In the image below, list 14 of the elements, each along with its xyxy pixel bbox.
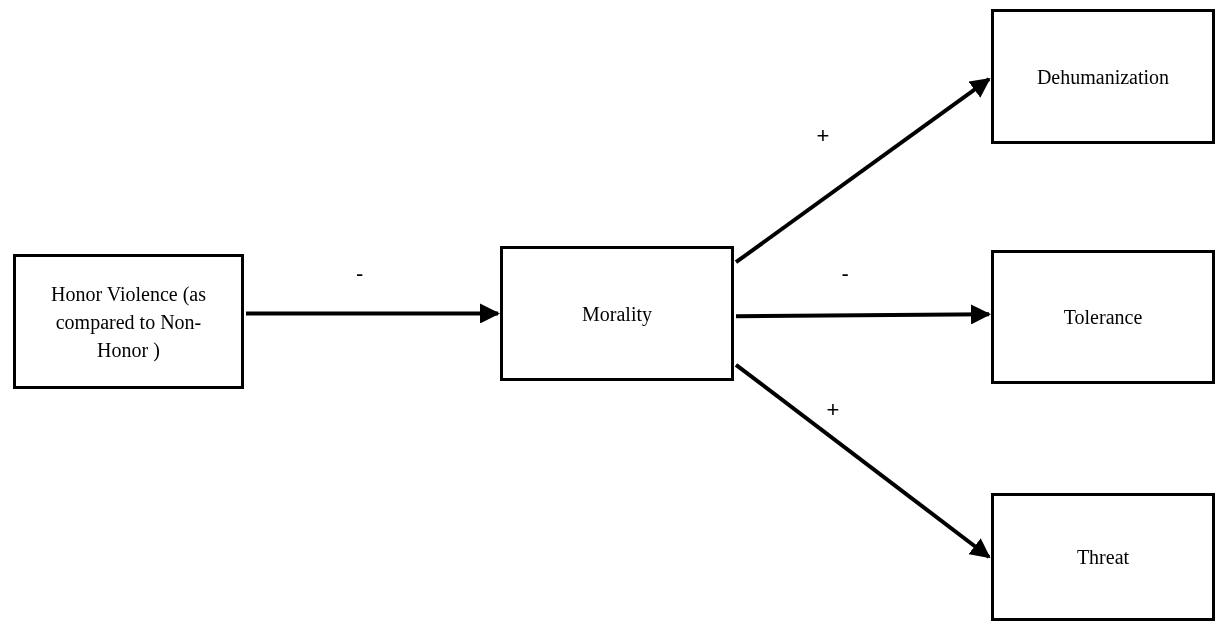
box-text: Tolerance xyxy=(1063,305,1143,330)
process-box xyxy=(13,254,244,389)
box-text: Threat xyxy=(1076,545,1130,570)
arrow xyxy=(734,77,991,264)
process-box xyxy=(500,246,734,381)
arrow xyxy=(736,304,991,325)
arrow xyxy=(246,303,500,324)
box-text: Morality xyxy=(582,301,652,328)
box-text: Honor Violence (as compared to Non-Honor ) xyxy=(49,281,208,364)
process-box xyxy=(991,250,1215,384)
process-box xyxy=(991,9,1215,144)
arrow xyxy=(734,363,991,559)
process-box xyxy=(991,493,1215,621)
box-text: Dehumanization xyxy=(1036,64,1170,90)
